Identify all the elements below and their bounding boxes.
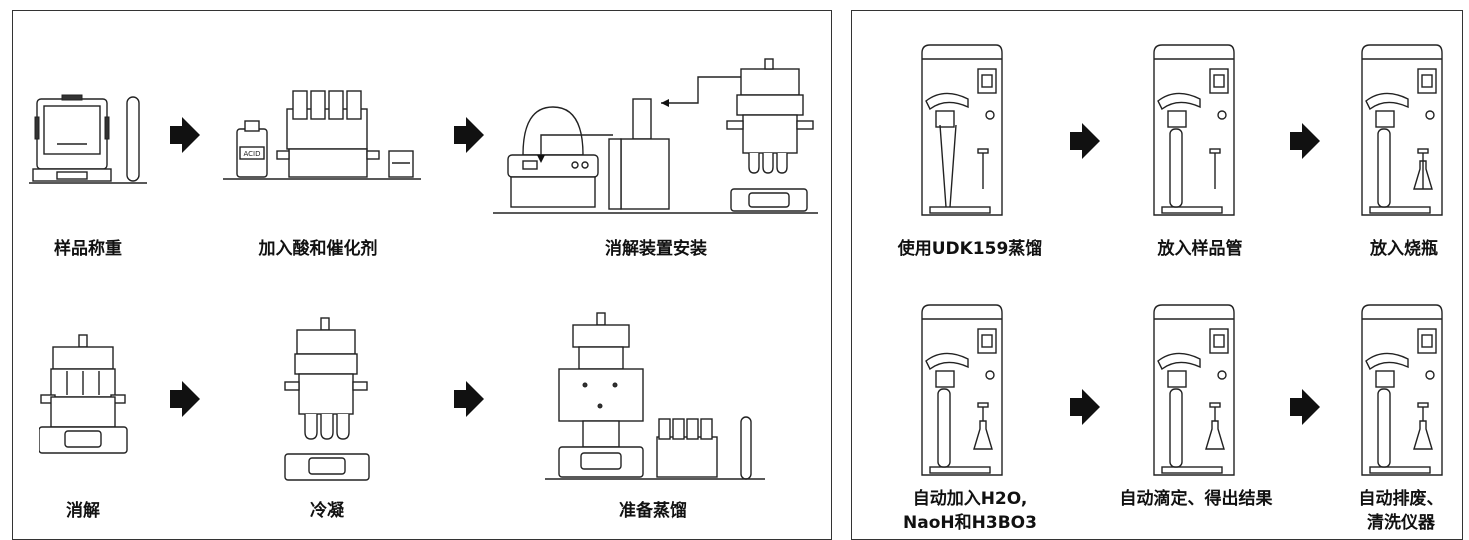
arrow-right-icon [1070, 123, 1100, 159]
udk159-distiller-illustration [916, 39, 1008, 227]
step-label-prepare-distillation: 准备蒸馏 [619, 501, 687, 521]
udk159-titration-illustration [1148, 299, 1240, 487]
arrow-right-icon [454, 117, 484, 153]
arrow-right-icon [170, 117, 200, 153]
prepare-distillation-illustration [545, 312, 765, 480]
step-label-add-acid-catalyst: 加入酸和催化剂 [258, 239, 378, 259]
step-label-auto-drain-clean: 自动排废、 清洗仪器 [1346, 487, 1456, 535]
digestion-workflow-panel: ACID [12, 10, 832, 540]
digestion-unit-illustration [39, 334, 128, 454]
step-label-use-udk159: 使用UDK159蒸馏 [897, 239, 1043, 259]
udk159-with-flask-illustration [1356, 39, 1448, 227]
step-label-line2: 清洗仪器 [1367, 513, 1435, 533]
step-label-insert-flask: 放入烧瓶 [1370, 239, 1438, 259]
udk159-cleaning-illustration [1356, 299, 1448, 487]
digestion-setup-illustration [493, 58, 818, 214]
step-label-line1: 自动加入H2O, [912, 489, 1028, 509]
udk159-with-sample-tube-illustration [1148, 39, 1240, 227]
step-label-insert-sample-tube: 放入样品管 [1157, 239, 1243, 259]
arrow-right-icon [454, 381, 484, 417]
acid-and-catalyst-illustration: ACID [223, 90, 421, 180]
step-label-digestion: 消解 [66, 501, 100, 521]
arrow-right-icon [170, 381, 200, 417]
step-label-setup-installation: 消解装置安装 [605, 239, 707, 259]
arrow-right-icon [1290, 123, 1320, 159]
step-label-weighing: 样品称重 [54, 239, 122, 259]
arrow-right-icon [1070, 389, 1100, 425]
step-label-line1: 自动排废、 [1358, 489, 1444, 509]
step-label-auto-titration: 自动滴定、得出结果 [1119, 489, 1273, 509]
condensing-illustration [284, 317, 370, 481]
step-label-condensing: 冷凝 [310, 501, 344, 521]
udk159-adding-reagents-illustration [916, 299, 1008, 487]
arrow-right-icon [1290, 389, 1320, 425]
acid-bottle-label: ACID [243, 150, 260, 158]
step-label-auto-add-reagents: 自动加入H2O, NaoH和H3BO3 [880, 487, 1060, 535]
step-label-line2: NaoH和H3BO3 [903, 513, 1037, 533]
distillation-workflow-panel: 使用UDK159蒸馏 放入样品管 放入烧瓶 自动加入H2O, NaoH和H3BO… [851, 10, 1463, 540]
balance-illustration [29, 94, 147, 184]
